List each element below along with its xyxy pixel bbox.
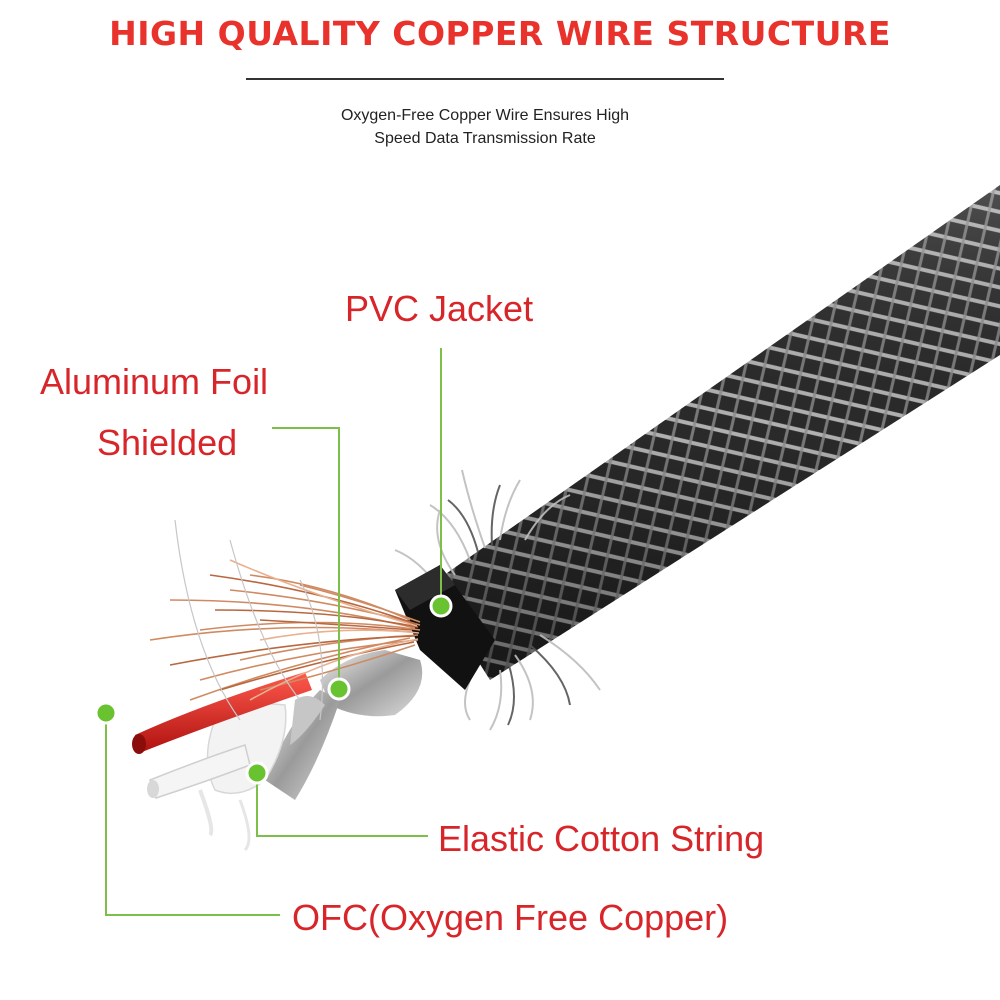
ofc-marker xyxy=(94,701,118,725)
page-title: HIGH QUALITY COPPER WIRE STRUCTURE xyxy=(109,14,891,53)
subtitle-line-1: Oxygen-Free Copper Wire Ensures High xyxy=(340,107,630,124)
marker-dots xyxy=(94,594,453,785)
pvc-jacket-label: PVC Jacket xyxy=(345,288,534,329)
braided-cable-body xyxy=(394,185,1000,731)
elastic-cotton-label: Elastic Cotton String xyxy=(438,818,765,859)
leader-lines xyxy=(105,348,442,916)
aluminum-foil-label-line-1: Aluminum Foil xyxy=(40,361,269,402)
title-divider xyxy=(246,78,724,80)
copper-strands xyxy=(149,519,421,721)
pvc-jacket-marker xyxy=(429,594,453,618)
subtitle-line-2: Speed Data Transmission Rate xyxy=(374,130,596,147)
ofc-label: OFC(Oxygen Free Copper) xyxy=(292,897,729,938)
inner-wires xyxy=(132,672,312,799)
aluminum-foil-marker xyxy=(327,677,351,701)
elastic-cotton-marker xyxy=(245,761,269,785)
subtitle: Oxygen-Free Copper Wire Ensures High Spe… xyxy=(250,104,720,150)
aluminum-foil-label-line-2: Shielded xyxy=(97,422,238,463)
aluminum-foil-layer xyxy=(265,650,423,800)
